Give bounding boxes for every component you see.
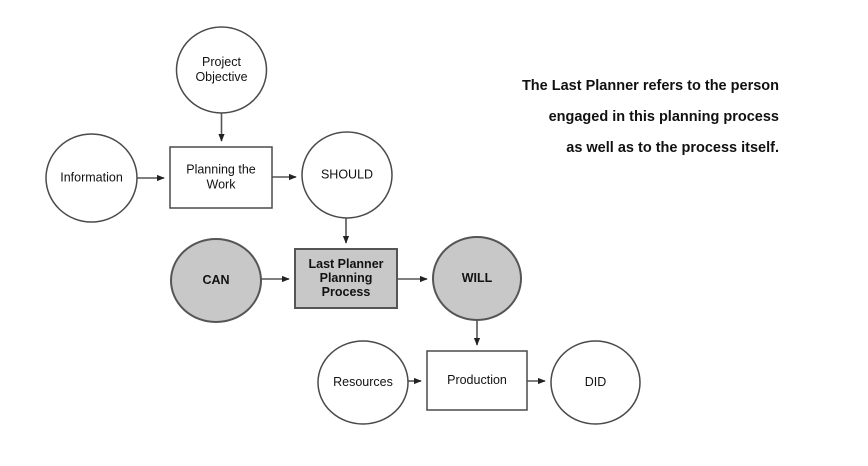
node-information[interactable]: Information bbox=[45, 133, 138, 223]
node-label-project-objective: Objective bbox=[195, 70, 247, 84]
caption-line-2: engaged in this planning process bbox=[549, 109, 779, 125]
node-label-last-planner-planning-process: Last Planner bbox=[308, 257, 383, 271]
edges-layer bbox=[137, 113, 546, 385]
node-will[interactable]: WILL bbox=[432, 236, 522, 321]
node-label-production: Production bbox=[447, 373, 507, 387]
node-shape-production bbox=[426, 350, 528, 411]
node-label-can: CAN bbox=[202, 273, 229, 287]
node-label-resources: Resources bbox=[333, 375, 393, 389]
node-shape-project-objective bbox=[175, 26, 268, 114]
node-shape-planning-the-work bbox=[169, 146, 273, 209]
node-label-will: WILL bbox=[462, 271, 493, 285]
node-production[interactable]: Production bbox=[426, 350, 528, 411]
node-shape-should bbox=[301, 131, 393, 219]
node-label-planning-the-work: Work bbox=[207, 177, 237, 191]
node-label-last-planner-planning-process: Planning bbox=[320, 271, 373, 285]
node-shape-can bbox=[170, 238, 262, 323]
node-resources[interactable]: Resources bbox=[317, 340, 409, 425]
node-shape-information bbox=[45, 133, 138, 223]
node-label-information: Information bbox=[60, 170, 123, 184]
node-label-project-objective: Project bbox=[202, 55, 241, 69]
caption-block: The Last Planner refers to the person eng… bbox=[522, 78, 779, 156]
node-can[interactable]: CAN bbox=[170, 238, 262, 323]
node-label-last-planner-planning-process: Process bbox=[322, 285, 371, 299]
node-did[interactable]: DID bbox=[550, 340, 641, 425]
caption-line-3: as well as to the process itself. bbox=[566, 140, 779, 156]
caption-line-1: The Last Planner refers to the person bbox=[522, 78, 779, 94]
node-shape-did bbox=[550, 340, 641, 425]
node-shape-resources bbox=[317, 340, 409, 425]
node-shape-will bbox=[432, 236, 522, 321]
node-shape-last-planner-planning-process bbox=[294, 248, 398, 309]
node-label-planning-the-work: Planning the bbox=[186, 162, 256, 176]
node-label-did: DID bbox=[585, 375, 607, 389]
node-should[interactable]: SHOULD bbox=[301, 131, 393, 219]
node-label-should: SHOULD bbox=[321, 167, 373, 181]
